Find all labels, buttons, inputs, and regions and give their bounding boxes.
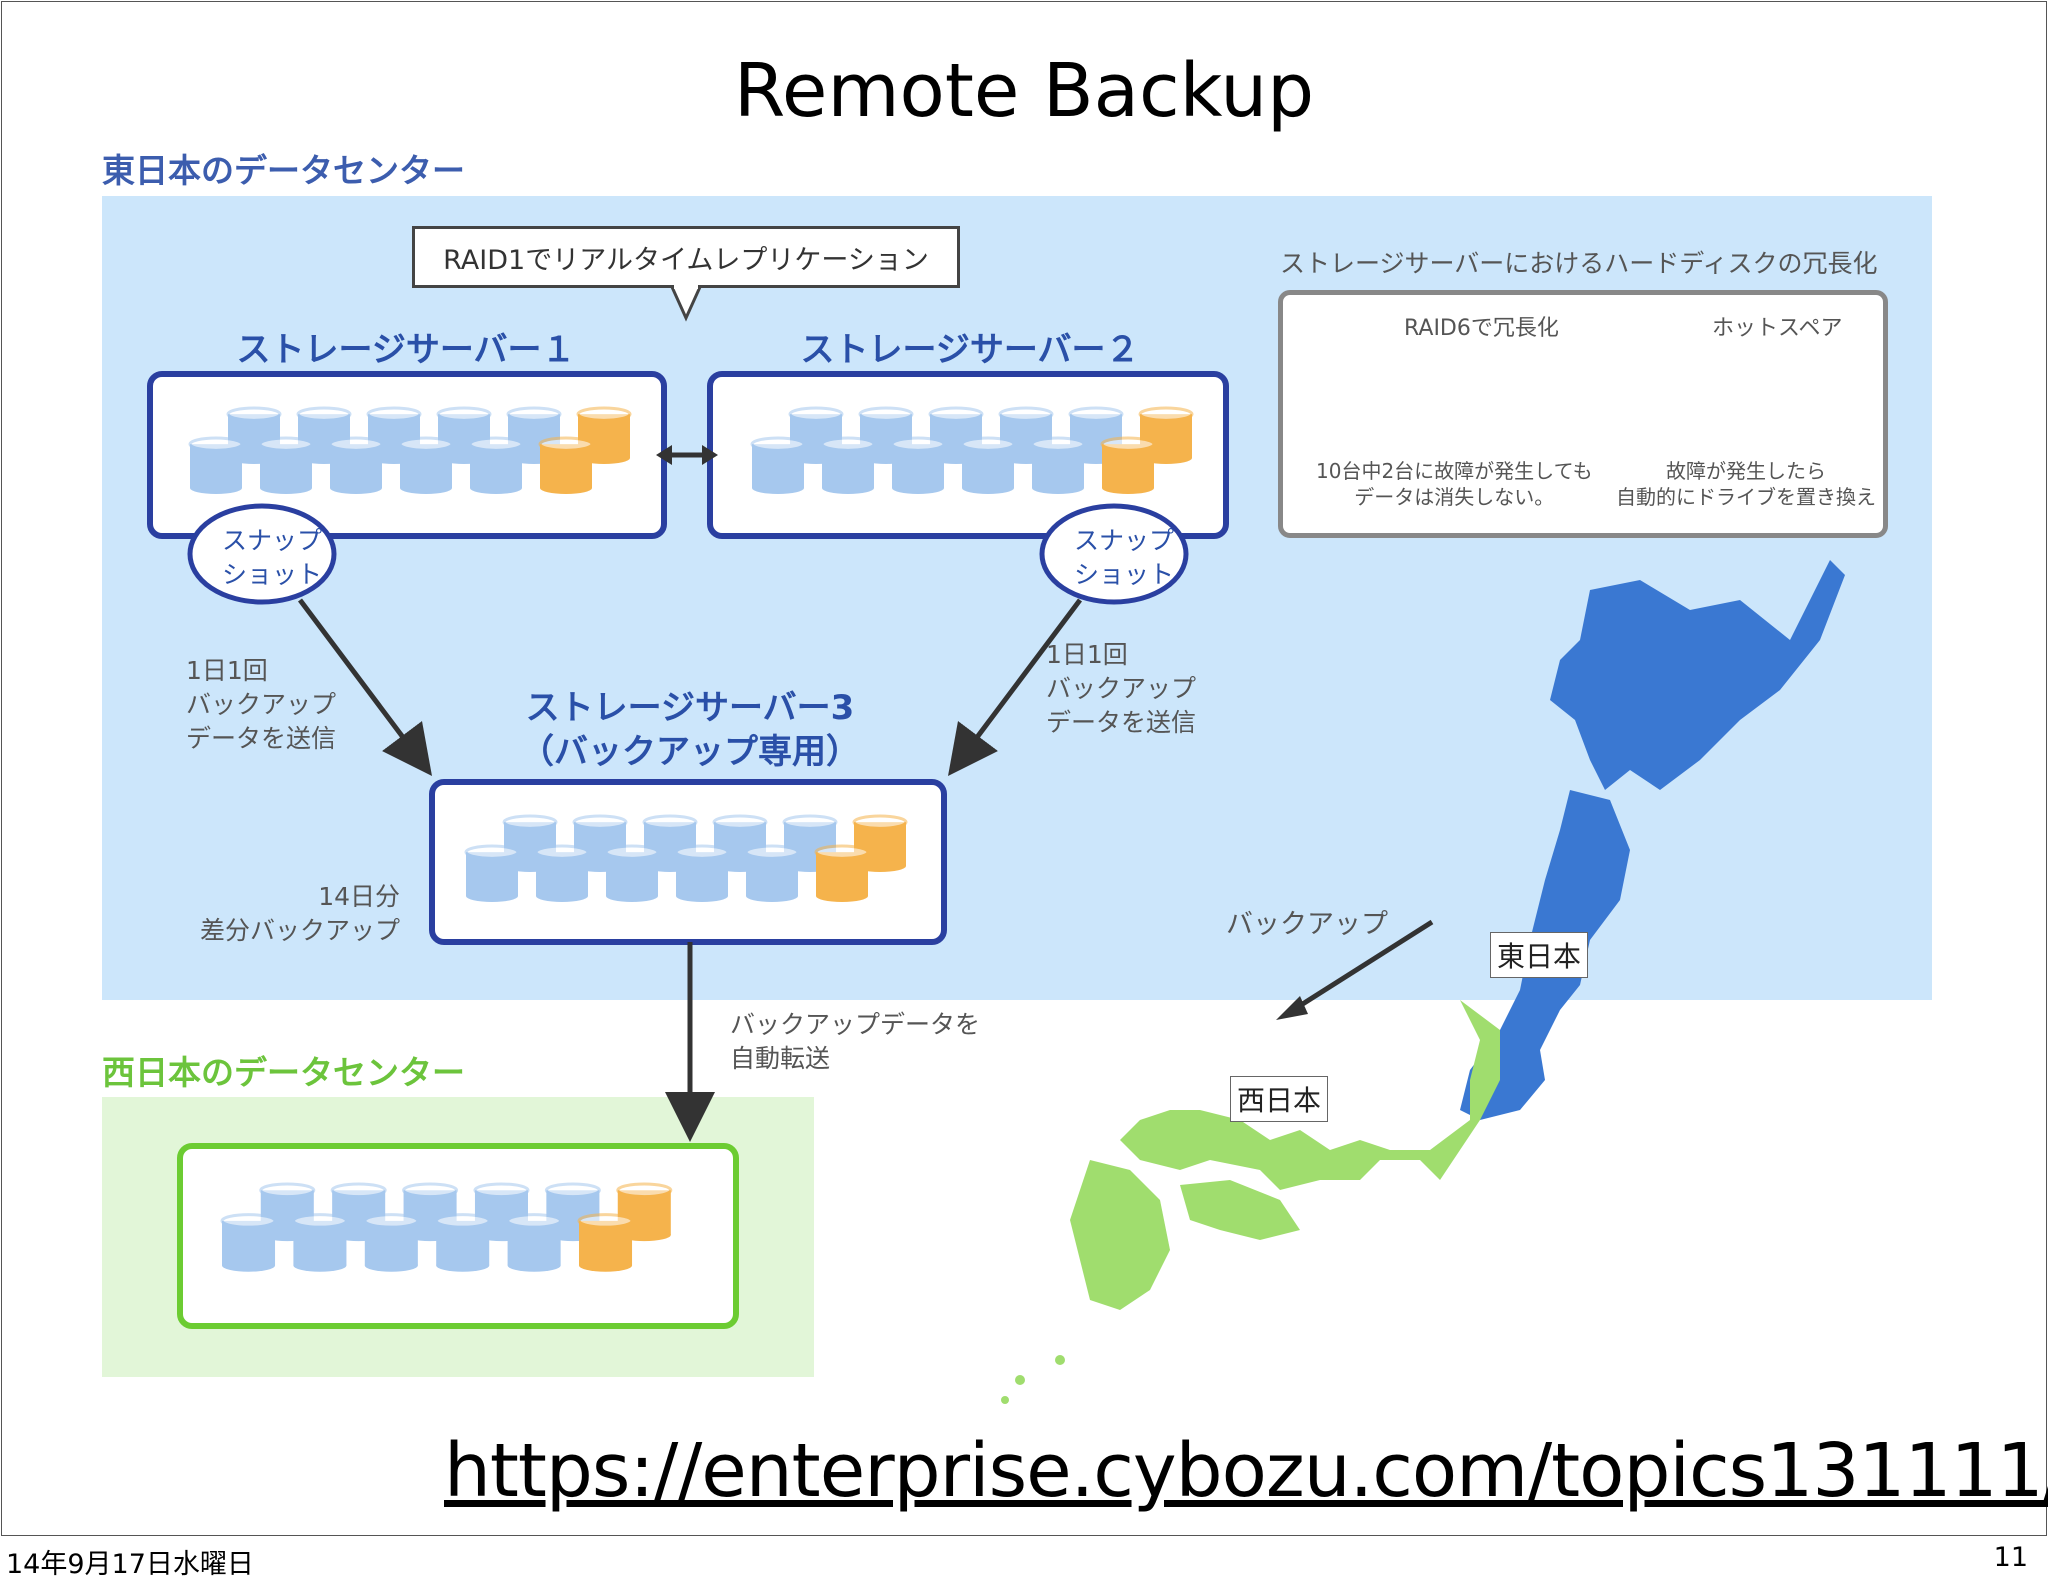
server2-snapshot-label: スナップ ショット [1074,524,1174,592]
west-dc-label: 西日本のデータセンター [102,1053,465,1092]
server2-spare-disk-icon [1100,436,1156,494]
map-hokkaido [1550,560,1845,790]
source-url-link[interactable]: https://enterprise.cybozu.com/topics1311… [444,1428,2048,1514]
right-transfer-line1: 1日1回 [1046,640,1128,669]
server1-snapshot-line2: ショット [222,560,323,589]
west-server-disk-icon [363,1213,420,1272]
server3-disk-icon [674,844,730,903]
server1-spare-disk-icon [538,436,594,494]
east-dc-label: 東日本のデータセンター [102,151,465,190]
west-server-disk-icon [220,1213,277,1272]
server3-title-line1: ストレージサーバー3 [525,688,855,728]
west-server-disk-icon [291,1213,348,1272]
server2-disk-icon [890,436,946,494]
server2-disk-icon [960,436,1016,494]
right-transfer-line3: データを送信 [1046,708,1197,737]
redundancy-title: ストレージサーバーにおけるハードディスクの冗長化 [1280,249,1878,278]
server1-disk-icon [258,436,314,494]
server2-snapshot-line2: ショット [1074,560,1175,589]
map-backup-arrow-icon [1288,919,1434,1015]
map-east-label: 東日本 [1490,932,1589,978]
left-transfer-arrow-icon [298,598,432,776]
server1-disk-icon [468,436,524,494]
map-kyushu [1070,1160,1170,1310]
note-left-line2: データは消失しない。 [1354,485,1555,509]
map-west-japan [1120,1000,1500,1190]
server3-title: ストレージサーバー3 （バックアップ専用） [430,686,950,774]
left-transfer-label: 1日1回 バックアップ データを送信 [186,654,336,756]
map-shikoku [1180,1180,1300,1240]
auto-transfer-line1: バックアップデータを [730,1010,981,1039]
auto-transfer-label: バックアップデータを 自動転送 [730,1008,980,1076]
server2-disk-icon [750,436,806,494]
server2-snapshot-line1: スナップ [1074,526,1175,555]
slide-frame [1,1,2047,1536]
server3-disk-icon [534,844,590,903]
server1-snapshot-label: スナップ ショット [222,524,322,592]
right-transfer-label: 1日1回 バックアップ データを送信 [1046,638,1196,740]
left-transfer-line1: 1日1回 [186,656,268,685]
server1-disk-icon [328,436,384,494]
server1-snapshot-line1: スナップ [222,526,323,555]
page-number: 11 [1993,1542,2028,1573]
note-left-line1: 10台中2台に故障が発生しても [1316,459,1593,483]
redundancy-note-left: 10台中2台に故障が発生しても データは消失しない。 [1316,458,1593,510]
retention-label: 14日分 差分バックアップ [200,880,400,948]
right-transfer-line2: バックアップ [1046,674,1197,703]
redundancy-panel [1278,290,1888,538]
retention-line2: 差分バックアップ [200,916,401,945]
server3-disk-icon [464,844,520,903]
hot-spare-label: ホットスペア [1712,316,1843,341]
server3-title-line2: （バックアップ専用） [520,732,860,772]
server3-disk-icon [744,844,800,903]
server2-disk-icon [820,436,876,494]
redundancy-note-right: 故障が発生したら 自動的にドライブを置き換え [1616,458,1876,510]
footer-date: 14年9月17日水曜日 [6,1549,254,1580]
auto-transfer-line2: 自動転送 [730,1044,831,1073]
server1-title: ストレージサーバー１ [236,330,576,370]
server1-disk-icon [188,436,244,494]
left-transfer-line3: データを送信 [186,724,337,753]
raid6-label: RAID6で冗長化 [1404,316,1559,341]
left-transfer-line2: バックアップ [186,690,337,719]
right-transfer-arrow-icon [948,598,1082,776]
server2-snapshot-bubble [1039,503,1189,605]
server3-spare-disk-icon [814,844,870,903]
server2-title: ストレージサーバー２ [800,330,1140,370]
slide-title: Remote Backup [733,48,1315,134]
server3-disk-icon [604,844,660,903]
server1-snapshot-bubble [187,503,337,605]
server1-disk-icon [398,436,454,494]
west-server-disk-icon [434,1213,491,1272]
note-right-line2: 自動的にドライブを置き換え [1616,485,1876,509]
map-west-label: 西日本 [1230,1076,1329,1122]
map-backup-label: バックアップ [1226,909,1388,940]
west-server-disk-icon [506,1213,563,1272]
server2-disk-icon [1030,436,1086,494]
note-right-line1: 故障が発生したら [1666,459,1826,483]
retention-line1: 14日分 [318,882,401,911]
west-server-spare-disk-icon [577,1213,634,1272]
